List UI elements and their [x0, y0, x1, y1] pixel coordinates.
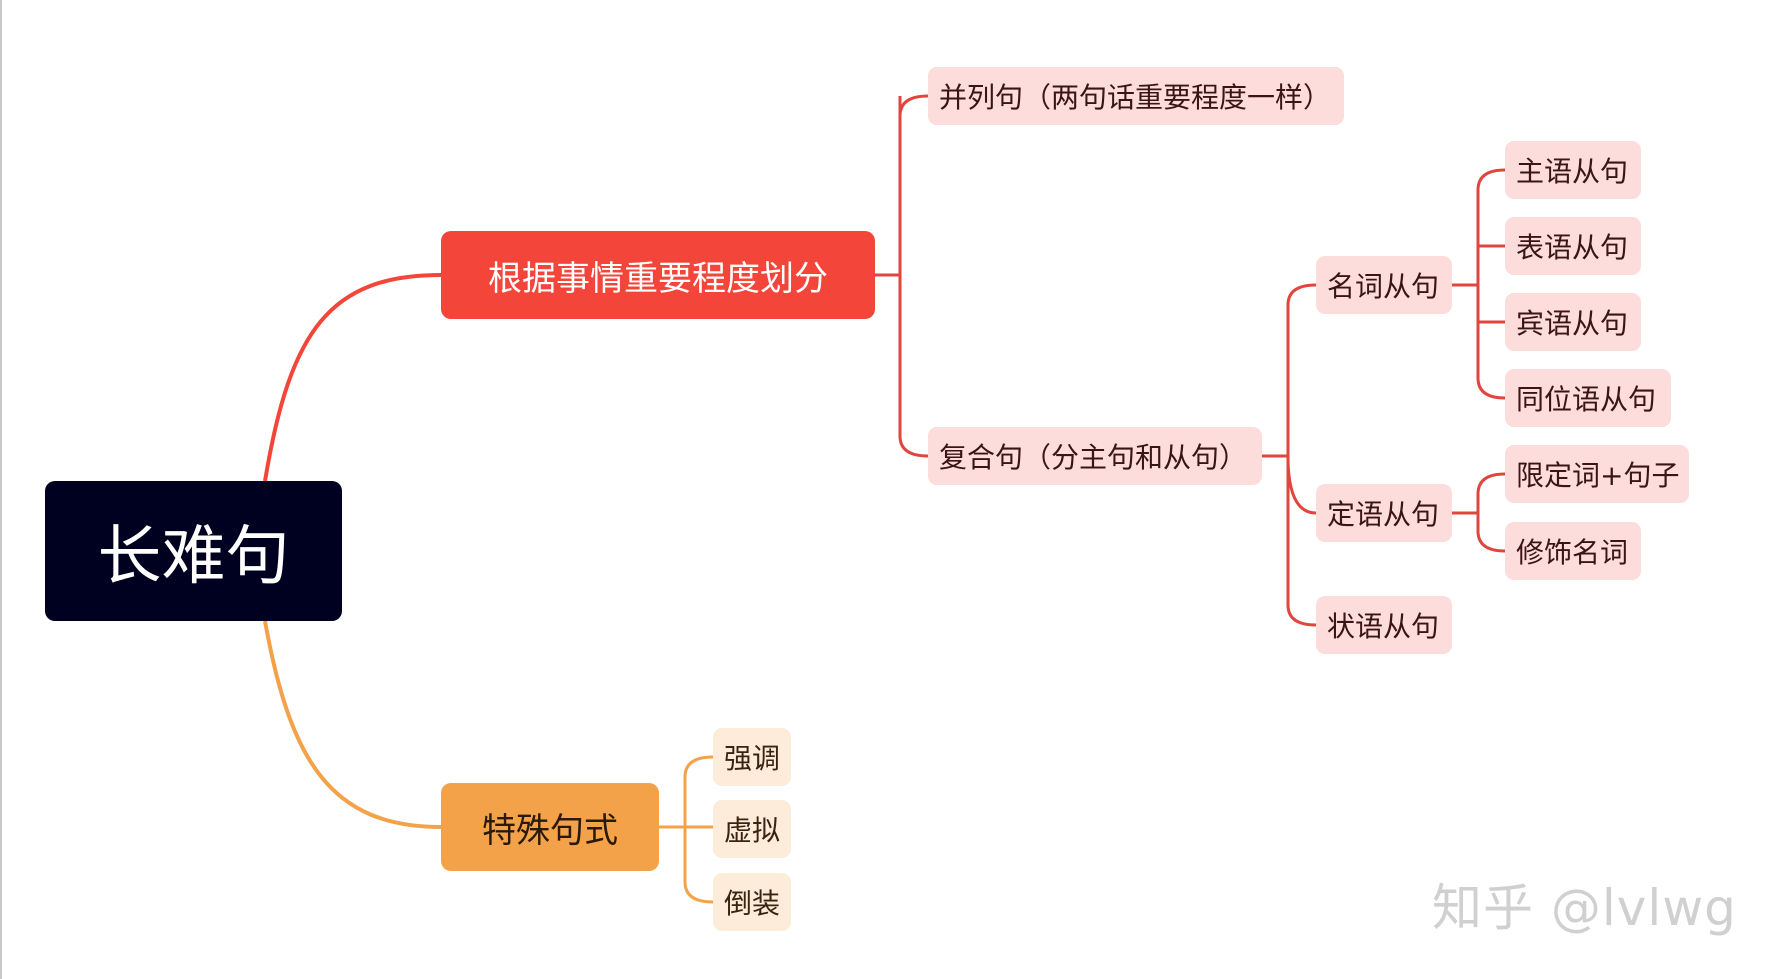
node-modify-noun[interactable]: 修饰名词 [1505, 522, 1641, 580]
link-root-special [263, 620, 442, 829]
node-compound[interactable]: 复合句（分主句和从句） [928, 427, 1262, 485]
left-border [0, 0, 2, 979]
link-importance-bracket [898, 94, 929, 458]
node-appositive-clause[interactable]: 同位语从句 [1505, 369, 1671, 427]
node-predicative-clause[interactable]: 表语从句 [1505, 217, 1641, 275]
link-attr-bracket [1476, 472, 1506, 553]
node-object-clause[interactable]: 宾语从句 [1505, 293, 1641, 351]
branch-special[interactable]: 特殊句式 [441, 783, 659, 871]
branch-importance[interactable]: 根据事情重要程度划分 [441, 231, 875, 319]
link-noun-bracket [1476, 168, 1506, 400]
node-subjunctive[interactable]: 虚拟 [713, 800, 791, 858]
node-emphasis[interactable]: 强调 [713, 728, 791, 786]
node-adverbial-clause[interactable]: 状语从句 [1316, 596, 1452, 654]
link-root-importance [263, 273, 442, 482]
node-inversion[interactable]: 倒装 [713, 873, 791, 931]
node-determiner-sentence[interactable]: 限定词+句子 [1505, 445, 1689, 503]
root-node[interactable]: 长难句 [45, 481, 342, 621]
link-compound-bracket [1286, 283, 1317, 627]
watermark: 知乎 @lvlwg [1432, 879, 1737, 937]
node-attributive-clause[interactable]: 定语从句 [1316, 484, 1452, 542]
node-subject-clause[interactable]: 主语从句 [1505, 141, 1641, 199]
link-special-bracket [683, 755, 714, 904]
node-noun-clause[interactable]: 名词从句 [1316, 256, 1452, 314]
node-parallel[interactable]: 并列句（两句话重要程度一样） [928, 67, 1344, 125]
